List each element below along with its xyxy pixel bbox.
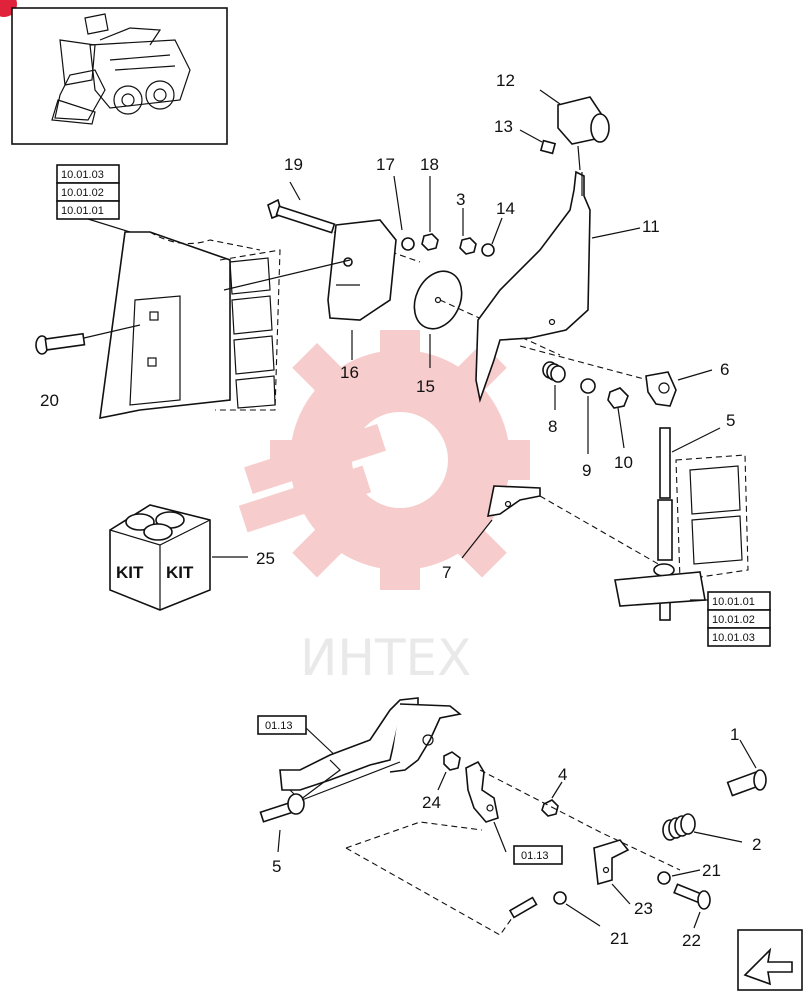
kit-label-right: KIT <box>166 563 194 582</box>
ref-right-1: 10.01.01 <box>712 596 755 608</box>
washer-14 <box>481 243 495 257</box>
callout-16: 16 <box>340 363 359 382</box>
callout-10: 10 <box>614 453 633 472</box>
gear-logo <box>238 330 530 590</box>
washer-17 <box>401 237 415 251</box>
nut-24 <box>443 751 461 771</box>
washer-21-left <box>553 891 567 905</box>
stud <box>508 896 538 919</box>
ref-right-2: 10.01.02 <box>712 614 755 626</box>
disc-15 <box>413 270 463 368</box>
washer-9 <box>580 378 596 394</box>
next-page-arrow-icon[interactable] <box>737 929 803 991</box>
side-panel <box>99 231 281 420</box>
callout-9: 9 <box>582 461 591 480</box>
ref-lower-bottom: 01.13 <box>521 850 549 862</box>
nut-4 <box>541 799 559 817</box>
ref-stack-left: 10.01.03 10.01.02 10.01.01 <box>56 164 131 233</box>
callout-13: 13 <box>494 117 513 136</box>
ref-box-lower-bottom: 01.13 <box>513 845 563 865</box>
nut-10 <box>607 387 629 409</box>
callout-5-lower: 5 <box>272 857 281 876</box>
callout-1: 1 <box>730 725 739 744</box>
ref-left-2: 10.01.02 <box>61 187 104 199</box>
knob-12 <box>539 89 610 171</box>
ref-lower-top: 01.13 <box>265 720 293 732</box>
ball-joint-6 <box>645 369 713 407</box>
washer-21-right <box>657 871 671 885</box>
callout-25: 25 <box>256 549 275 568</box>
callout-6: 6 <box>720 360 729 379</box>
callout-21-right: 21 <box>702 861 721 880</box>
callout-24: 24 <box>422 793 441 812</box>
kit-label-left: KIT <box>116 563 144 582</box>
kit-box-25: KIT KIT <box>109 504 248 611</box>
callout-22: 22 <box>682 931 701 950</box>
bracket-23 <box>593 839 631 905</box>
ref-stack-right: 10.01.01 10.01.02 10.01.03 <box>690 591 771 647</box>
ref-left-3: 10.01.01 <box>61 205 104 217</box>
watermark: ИНТЕХ <box>238 330 530 687</box>
callout-12: 12 <box>496 71 515 90</box>
throttle-lever-11 <box>475 170 641 404</box>
throttle-cable-5 <box>614 427 749 621</box>
callout-15: 15 <box>416 377 435 396</box>
bracket-7 <box>461 485 661 566</box>
callout-5-upper: 5 <box>726 411 735 430</box>
callout-21-left: 21 <box>610 929 629 948</box>
callout-3: 3 <box>456 190 465 209</box>
callout-4: 4 <box>558 765 567 784</box>
nut-18 <box>421 233 439 251</box>
ref-box-lower-top: 01.13 <box>257 715 341 761</box>
linkage-arm <box>465 760 507 853</box>
callout-17: 17 <box>376 155 395 174</box>
pin-1 <box>726 739 767 797</box>
callout-11: 11 <box>642 217 660 236</box>
set-screw-13 <box>519 129 557 155</box>
callout-20: 20 <box>40 391 59 410</box>
panel-grid <box>229 257 276 409</box>
spring-2 <box>662 813 743 843</box>
ref-right-3: 10.01.03 <box>712 632 755 644</box>
callout-23: 23 <box>634 899 653 918</box>
callout-2: 2 <box>752 835 761 854</box>
watermark-text: ИНТЕХ <box>300 629 471 687</box>
callout-7: 7 <box>442 563 451 582</box>
callout-numbers: 1 2 3 4 5 5 6 7 8 9 10 11 12 13 14 15 16… <box>40 71 761 950</box>
callout-19: 19 <box>284 155 303 174</box>
spring-8 <box>542 361 566 410</box>
callout-18: 18 <box>420 155 439 174</box>
bracket-16 <box>223 219 397 360</box>
callout-8: 8 <box>548 417 557 436</box>
lever-bracket-assembly <box>259 697 462 853</box>
callout-14: 14 <box>496 199 515 218</box>
nut-3 <box>459 237 477 255</box>
machine-thumbnail <box>11 7 228 145</box>
bolt-22 <box>673 883 711 929</box>
ref-left-1: 10.01.03 <box>61 169 104 181</box>
carriage-bolt-20 <box>35 324 141 355</box>
skid-steer-loader-drawing <box>51 13 191 125</box>
